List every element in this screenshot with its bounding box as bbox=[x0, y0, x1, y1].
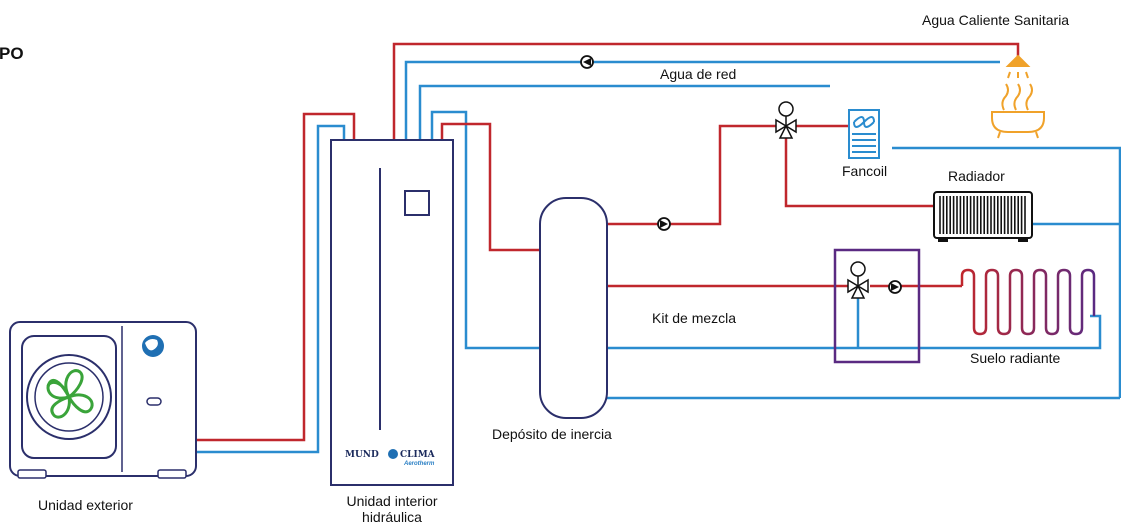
three-way-valve-icon bbox=[775, 101, 797, 139]
pump-icon bbox=[657, 217, 671, 231]
buffer-tank bbox=[539, 197, 608, 419]
radiator-label: Radiador bbox=[948, 168, 1005, 184]
brand-globe-icon-small bbox=[388, 449, 398, 459]
indoor-unit-label-line2: hidráulica bbox=[362, 509, 422, 525]
mixing-kit-label: Kit de mezcla bbox=[652, 310, 737, 326]
indoor-unit bbox=[330, 139, 454, 486]
indoor-unit-label-line1: Unidad interior bbox=[346, 493, 438, 509]
dhw-label: Agua Caliente Sanitaria bbox=[922, 12, 1070, 28]
fan-icon bbox=[26, 354, 112, 440]
buffer-tank-label: Depósito de inercia bbox=[492, 426, 612, 442]
outdoor-unit bbox=[9, 321, 197, 479]
radiator bbox=[933, 191, 1033, 242]
underfloor-coil bbox=[960, 268, 1096, 336]
fancoil-label: Fancoil bbox=[842, 163, 888, 179]
pump-icon bbox=[888, 280, 902, 294]
page-heading: PO bbox=[0, 44, 24, 63]
mixing-kit bbox=[833, 248, 921, 364]
outdoor-unit-label: Unidad exterior bbox=[38, 497, 133, 513]
mains-water-label: Agua de red bbox=[660, 66, 737, 82]
indoor-unit-display bbox=[404, 190, 430, 216]
pump-icon bbox=[580, 55, 594, 69]
brand-logo-sub: Aerotherm bbox=[404, 461, 435, 467]
underfloor-label: Suelo radiante bbox=[970, 350, 1061, 366]
shower-bath-icon bbox=[991, 54, 1045, 139]
cold-pipes bbox=[196, 60, 1121, 454]
brand-logo-right: CLIMA bbox=[400, 450, 435, 460]
outdoor-unit-handle bbox=[146, 397, 162, 406]
brand-logo-left: MUND bbox=[345, 450, 379, 460]
brand-globe-icon bbox=[142, 335, 164, 357]
mixing-valve-icon bbox=[847, 261, 869, 299]
fancoil bbox=[848, 109, 880, 159]
